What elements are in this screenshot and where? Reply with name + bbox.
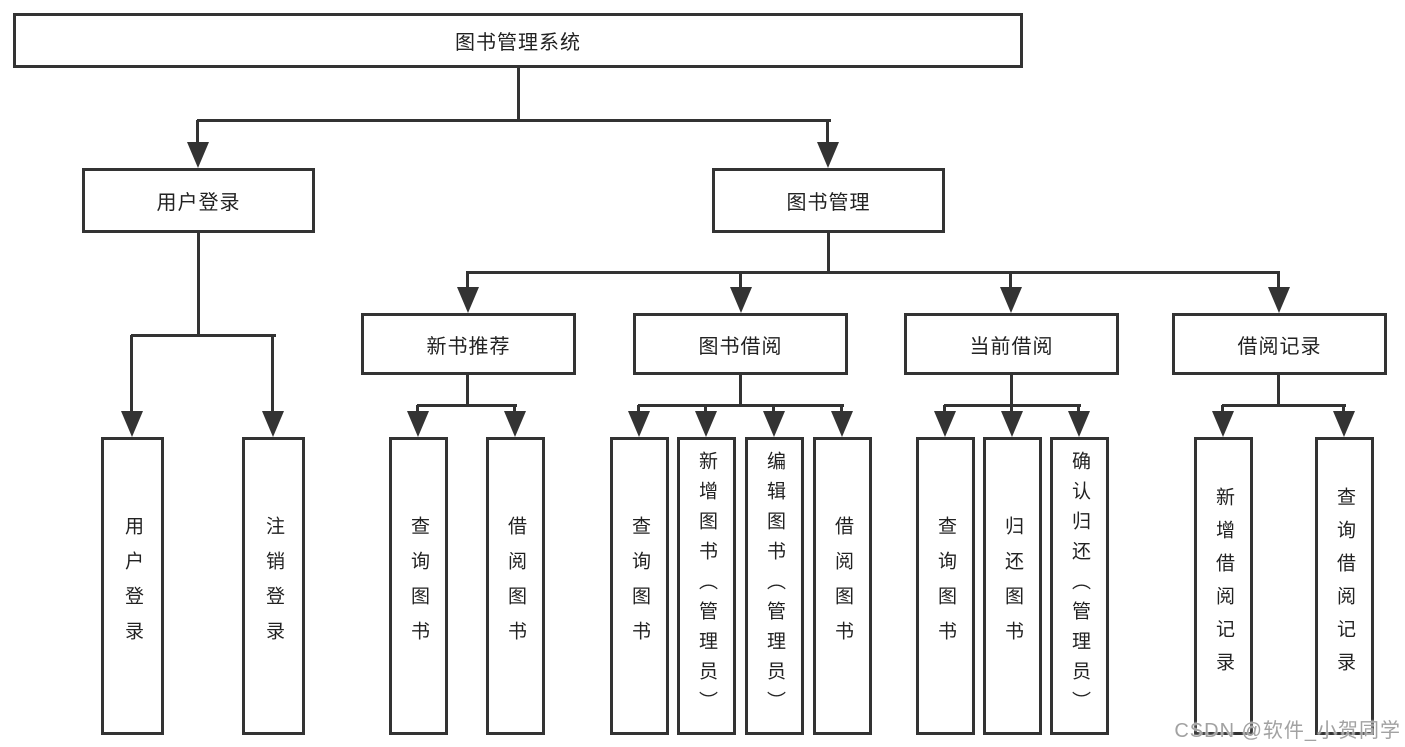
connector-line — [1342, 405, 1345, 414]
arrow-down-icon — [934, 411, 956, 437]
connector-line — [1077, 405, 1080, 414]
node-label: 新书推荐 — [426, 335, 511, 358]
leaf-label: 归还图书 — [1002, 516, 1023, 656]
connector-line — [197, 119, 831, 122]
connector-line — [1222, 404, 1346, 407]
node-label: 图书借阅 — [698, 335, 783, 358]
leaf-label: 查询图书 — [935, 516, 956, 656]
node-label: 图书管理系统 — [455, 32, 581, 54]
node-borrowing-records: 借阅记录 — [1172, 313, 1387, 375]
csdn-watermark: CSDN @软件_小贺同学 — [1174, 720, 1401, 742]
node-new-book-recommend: 新书推荐 — [361, 313, 576, 375]
arrow-down-icon — [187, 142, 209, 168]
connector-line — [943, 405, 946, 414]
leaf-label: 编辑图书（管理员） — [764, 451, 785, 721]
arrow-down-icon — [730, 287, 752, 313]
leaf-label: 用户登录 — [122, 516, 143, 656]
node-current-borrowing: 当前借阅 — [904, 313, 1119, 375]
leaf-label: 查询借阅记录 — [1334, 487, 1355, 685]
node-user-login: 用户登录 — [82, 168, 315, 233]
leaf-user-login: 用户登录 — [101, 437, 164, 735]
connector-line — [827, 233, 830, 274]
arrow-down-icon — [1001, 411, 1023, 437]
arrow-down-icon — [1000, 287, 1022, 313]
connector-line — [1010, 405, 1013, 414]
leaf-borrow-books-recommend: 借阅图书 — [486, 437, 545, 735]
connector-line — [772, 405, 775, 414]
node-label: 当前借阅 — [969, 335, 1054, 358]
leaf-query-books-current: 查询图书 — [916, 437, 975, 735]
arrow-down-icon — [628, 411, 650, 437]
connector-line — [271, 335, 274, 415]
connector-line — [826, 120, 829, 146]
leaf-edit-books-admin: 编辑图书（管理员） — [745, 437, 804, 735]
node-book-borrowing: 图书借阅 — [633, 313, 848, 375]
leaf-query-borrow-record: 查询借阅记录 — [1315, 437, 1374, 735]
connector-line — [638, 404, 844, 407]
leaf-confirm-return-admin: 确认归还（管理员） — [1050, 437, 1109, 735]
arrow-down-icon — [1333, 411, 1355, 437]
arrow-down-icon — [121, 411, 143, 437]
arrow-down-icon — [457, 287, 479, 313]
connector-line — [513, 405, 516, 414]
arrow-down-icon — [695, 411, 717, 437]
leaf-query-books-borrowing: 查询图书 — [610, 437, 669, 735]
connector-line — [416, 405, 419, 414]
arrow-down-icon — [407, 411, 429, 437]
arrow-down-icon — [1212, 411, 1234, 437]
leaf-logout: 注销登录 — [242, 437, 305, 735]
arrow-down-icon — [1268, 287, 1290, 313]
leaf-label: 借阅图书 — [505, 516, 526, 656]
connector-line — [417, 404, 517, 407]
connector-line — [704, 405, 707, 414]
leaf-label: 新增图书（管理员） — [696, 451, 717, 721]
connector-line — [637, 405, 640, 414]
leaf-add-borrow-record: 新增借阅记录 — [1194, 437, 1253, 735]
leaf-add-books-admin: 新增图书（管理员） — [677, 437, 736, 735]
connector-line — [196, 120, 199, 146]
connector-line — [130, 335, 133, 415]
node-label: 借阅记录 — [1237, 335, 1322, 358]
leaf-label: 新增借阅记录 — [1213, 487, 1234, 685]
connector-line — [840, 405, 843, 414]
node-label: 图书管理 — [786, 192, 871, 214]
leaf-label: 查询图书 — [408, 516, 429, 656]
connector-line — [1010, 375, 1013, 407]
connector-line — [1277, 375, 1280, 407]
connector-line — [197, 233, 200, 337]
connector-line — [739, 272, 742, 290]
arrow-down-icon — [504, 411, 526, 437]
leaf-label: 借阅图书 — [832, 516, 853, 656]
leaf-label: 注销登录 — [263, 516, 284, 656]
connector-line — [739, 375, 742, 407]
node-label: 用户登录 — [156, 192, 241, 214]
leaf-borrow-books-borrowing: 借阅图书 — [813, 437, 872, 735]
node-book-management: 图书管理 — [712, 168, 945, 233]
leaf-query-books-recommend: 查询图书 — [389, 437, 448, 735]
connector-line — [466, 271, 1280, 274]
arrow-down-icon — [763, 411, 785, 437]
leaf-return-books: 归还图书 — [983, 437, 1042, 735]
arrow-down-icon — [262, 411, 284, 437]
connector-line — [1009, 272, 1012, 290]
leaf-label: 确认归还（管理员） — [1069, 451, 1090, 721]
connector-line — [1277, 272, 1280, 290]
arrow-down-icon — [1068, 411, 1090, 437]
connector-line — [517, 68, 520, 122]
node-library-management-system: 图书管理系统 — [13, 13, 1023, 68]
arrow-down-icon — [817, 142, 839, 168]
leaf-label: 查询图书 — [629, 516, 650, 656]
connector-line — [1221, 405, 1224, 414]
arrow-down-icon — [831, 411, 853, 437]
connector-line — [466, 375, 469, 407]
connector-line — [131, 334, 276, 337]
connector-line — [466, 272, 469, 290]
